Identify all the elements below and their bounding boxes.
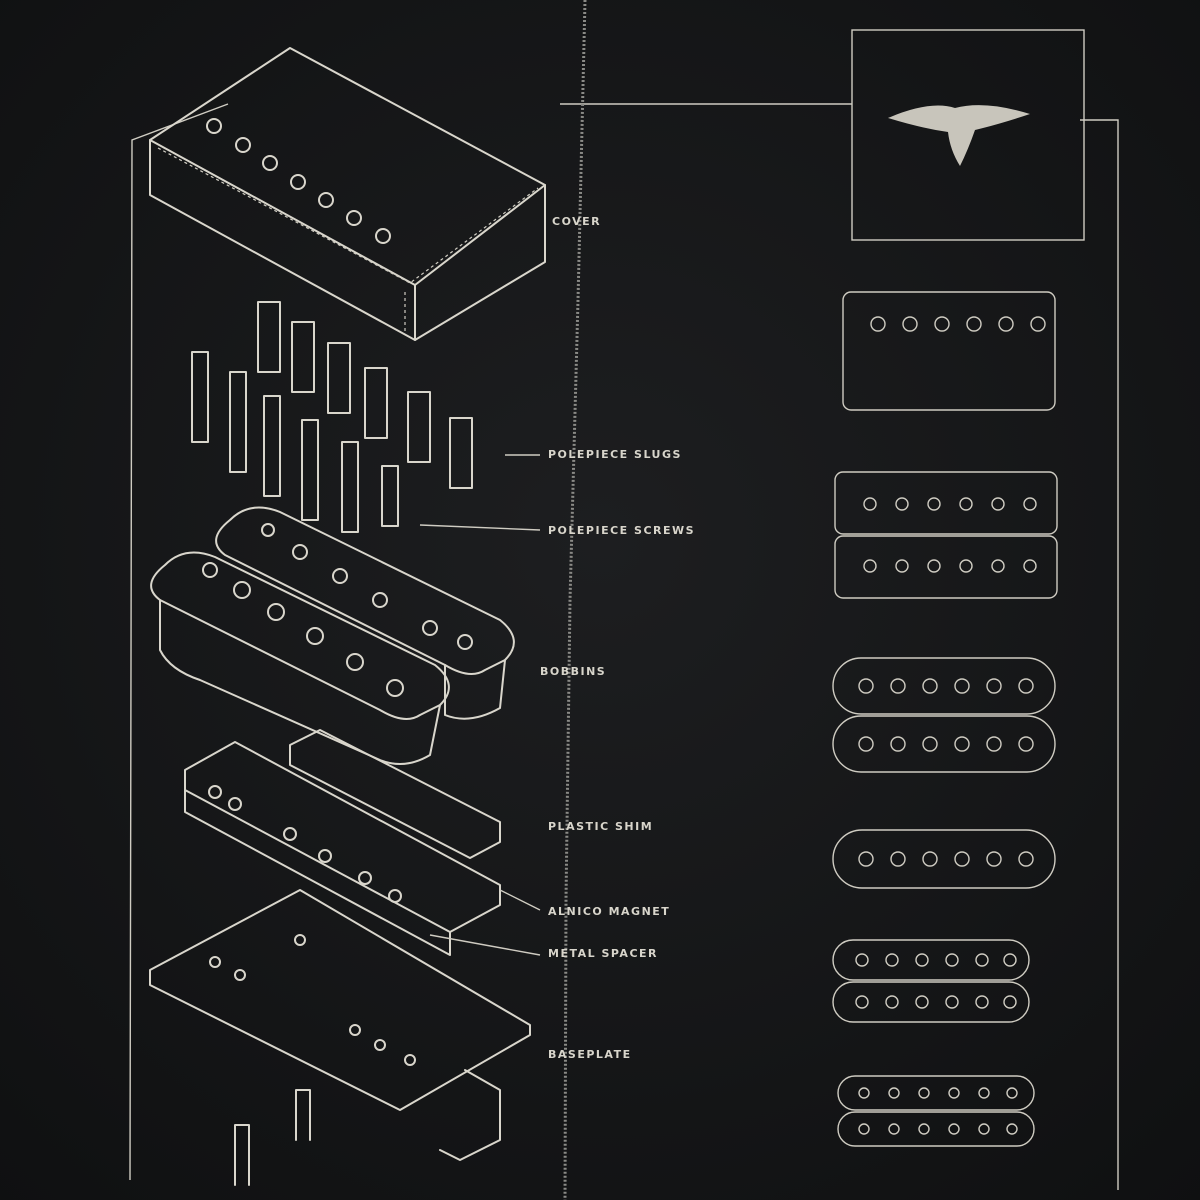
cover-drawing xyxy=(149,47,546,341)
label-cover: COVER xyxy=(552,215,601,228)
bird-logo-icon xyxy=(888,105,1030,166)
bobbins-drawing xyxy=(150,506,515,765)
pickup-icon-double-3 xyxy=(832,939,1030,1023)
shim-magnet-drawing xyxy=(184,729,501,956)
pickup-icon-double-1 xyxy=(834,471,1058,599)
label-baseplate: BASEPLATE xyxy=(548,1048,632,1061)
leader-lines xyxy=(419,454,541,956)
label-shim: PLASTIC SHIM xyxy=(548,820,653,833)
polepiece-slugs-drawing xyxy=(257,301,473,489)
pickup-icon-double-2 xyxy=(832,657,1056,773)
pickup-icon-single xyxy=(832,829,1056,889)
zipper xyxy=(563,0,587,1200)
frame-left xyxy=(129,103,229,1181)
frame-right xyxy=(1080,119,1119,1190)
logo-box xyxy=(851,29,1085,241)
label-screws: POLEPIECE SCREWS xyxy=(548,524,695,537)
pickup-icon-cover xyxy=(842,291,1056,411)
polepiece-screws-drawing xyxy=(191,351,399,533)
pickup-icon-double-4 xyxy=(837,1075,1035,1147)
label-bobbins: BOBBINS xyxy=(540,665,606,678)
baseplate-drawing xyxy=(149,889,531,1186)
label-spacer: METAL SPACER xyxy=(548,947,658,960)
label-magnet: ALNICO MAGNET xyxy=(548,905,670,918)
label-slugs: POLEPIECE SLUGS xyxy=(548,448,682,461)
